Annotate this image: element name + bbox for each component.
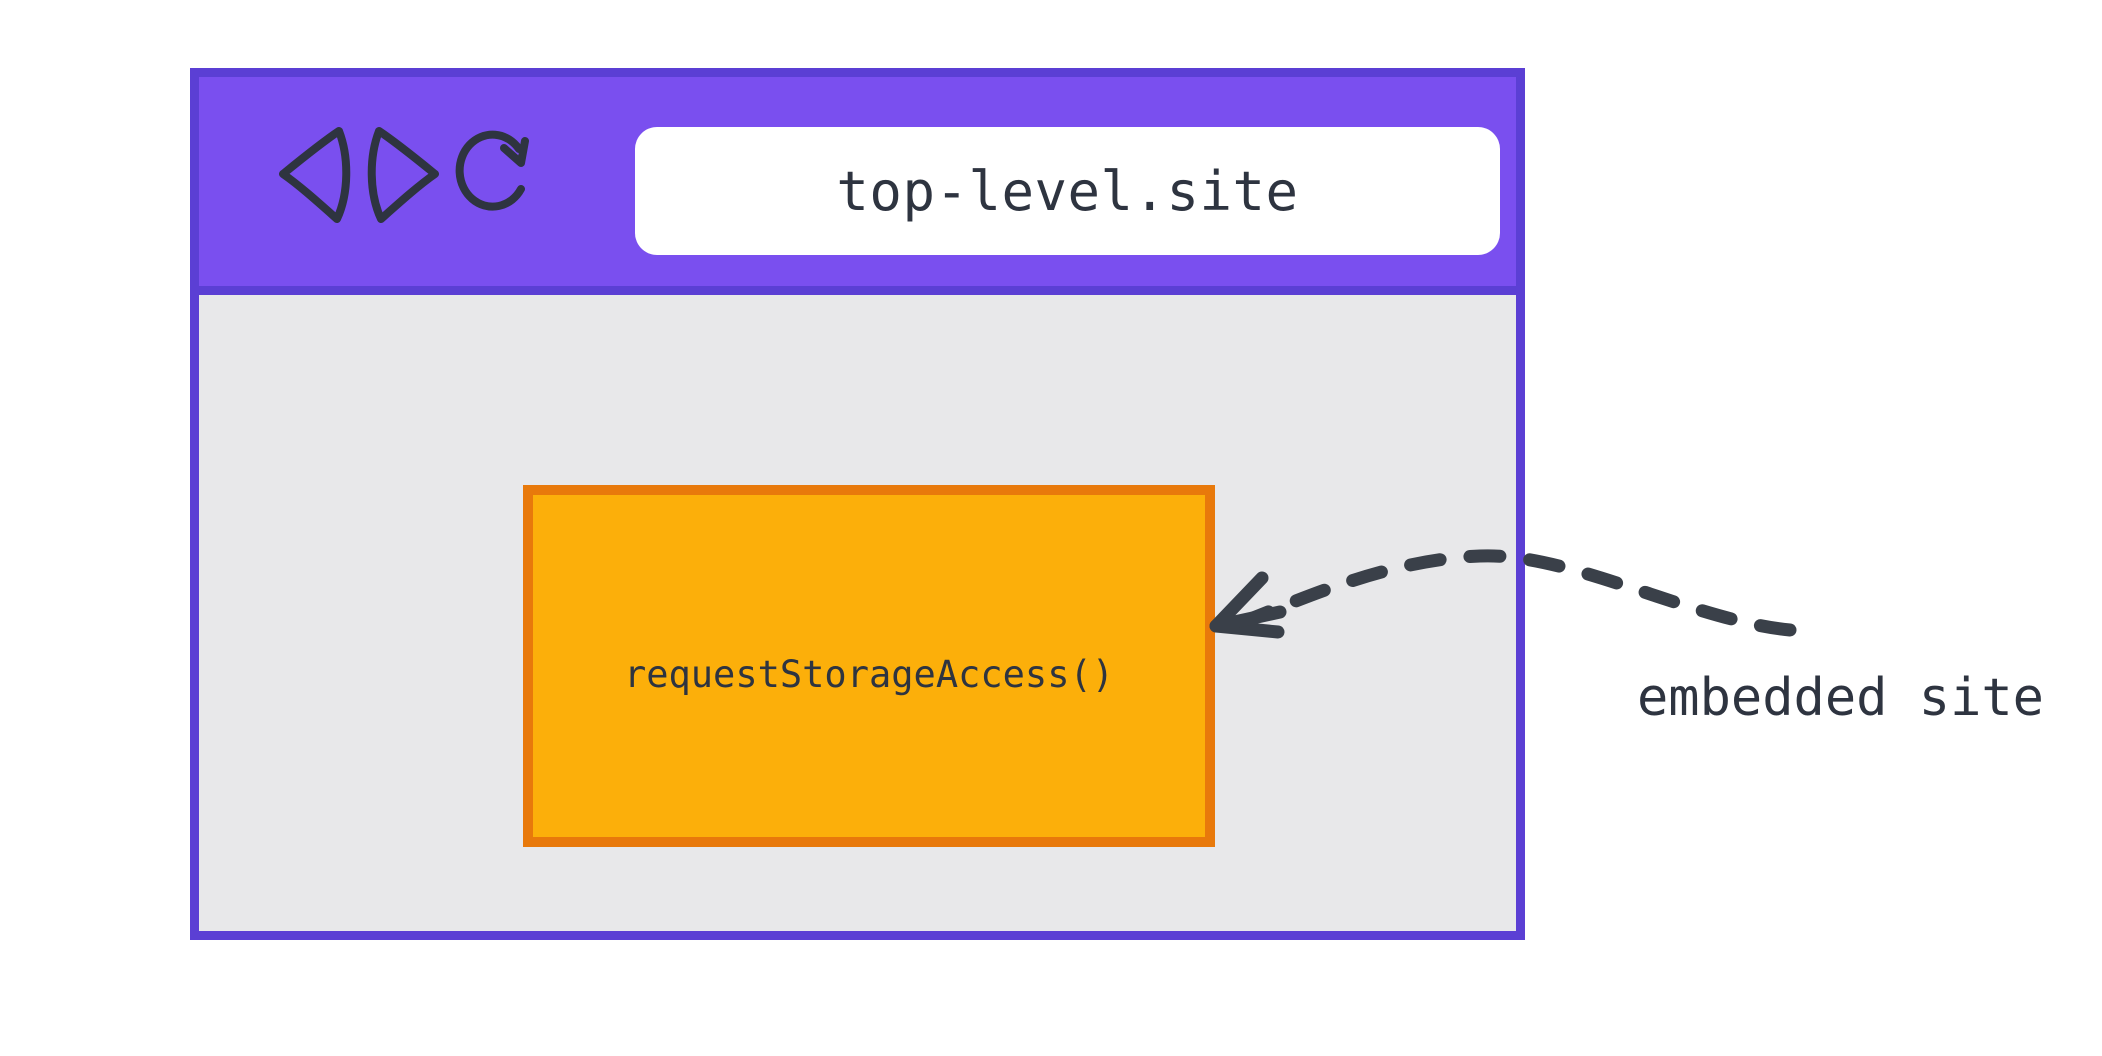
embedded-iframe-label: requestStorageAccess() [623, 653, 1115, 696]
back-button[interactable] [269, 119, 361, 229]
browser-window: top-level.site requestStorageAccess() [190, 68, 1525, 940]
url-text: top-level.site [836, 159, 1299, 223]
triangle-right-icon [367, 127, 439, 223]
embedded-iframe[interactable]: requestStorageAccess() [523, 485, 1215, 847]
url-bar[interactable]: top-level.site [635, 127, 1500, 255]
browser-chrome-bar: top-level.site [199, 77, 1516, 295]
page-viewport: requestStorageAccess() [199, 295, 1516, 931]
circular-arrow-icon [455, 130, 529, 211]
annotation-label: embedded site [1637, 668, 2044, 728]
navigation-controls [269, 119, 599, 229]
forward-button[interactable] [357, 119, 449, 229]
reload-button[interactable] [449, 119, 541, 229]
triangle-left-icon [279, 127, 351, 223]
